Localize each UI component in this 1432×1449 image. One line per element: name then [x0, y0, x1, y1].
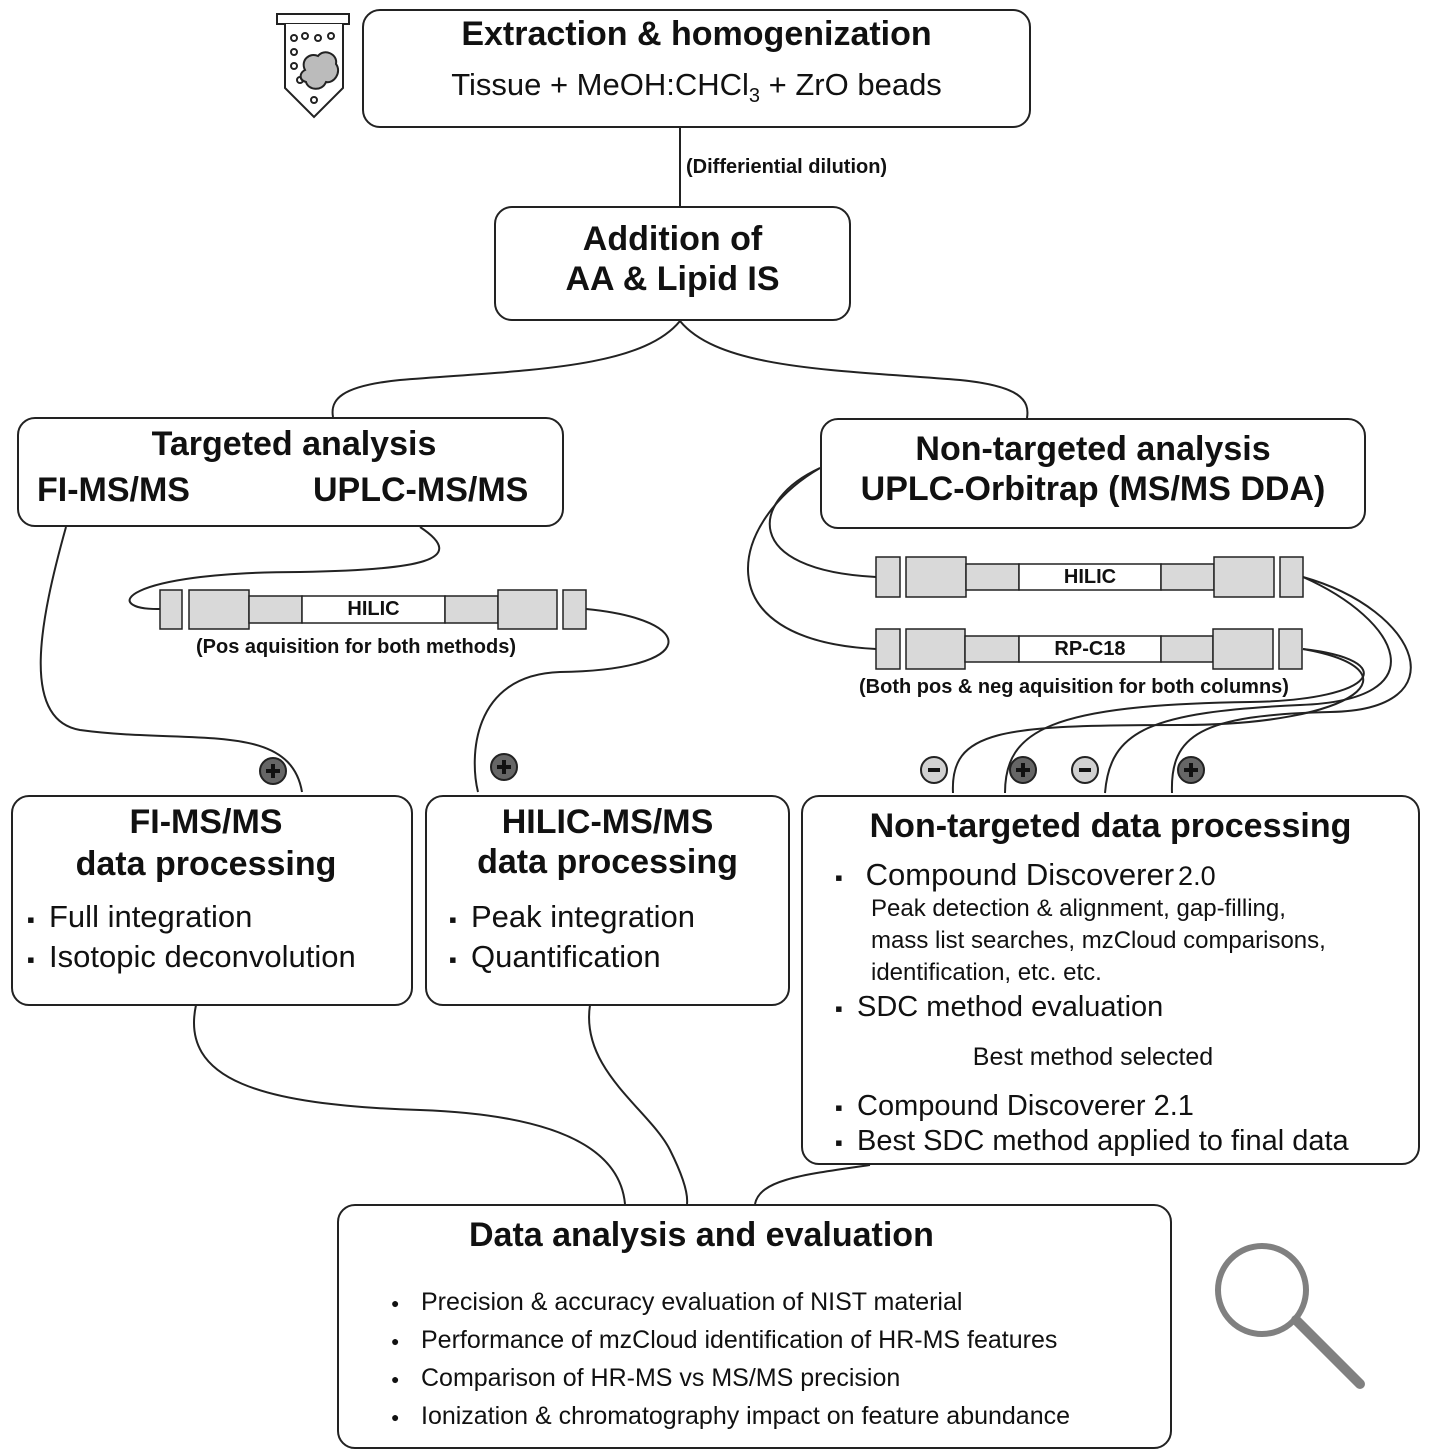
- extraction-subtitle: Tissue + MeOH:CHCl3 + ZrO beads: [364, 67, 1029, 108]
- ntproc-detail-2: mass list searches, mzCloud comparisons,: [871, 927, 1326, 954]
- addition-box: Addition of AA & Lipid IS: [494, 206, 851, 321]
- minus-circle-icon: [920, 756, 948, 784]
- magnifier-icon: [1215, 1243, 1365, 1389]
- ntproc-sdc-eval: SDC method evaluation: [835, 991, 1163, 1024]
- hilic-column-targeted: [159, 589, 587, 630]
- tube-icon: [276, 13, 350, 119]
- nt-column1-label: HILIC: [1063, 566, 1117, 588]
- ntproc-best-selected: Best method selected: [972, 1043, 1214, 1071]
- targeted-box: Targeted analysis FI-MS/MS UPLC-MS/MS: [17, 417, 564, 527]
- analysis-title: Data analysis and evaluation: [469, 1216, 934, 1254]
- fims-title1: FI-MS/MS: [129, 803, 283, 841]
- connector-col1-minus: [1104, 576, 1392, 794]
- ntproc-title: Non-targeted data processing: [869, 807, 1352, 845]
- analysis-item-1: Precision & accuracy evaluation of NIST …: [391, 1288, 962, 1317]
- connector-targeted-column: [128, 526, 441, 611]
- nontargeted-title: Non-targeted analysis: [915, 430, 1271, 468]
- rp-c18-column: [875, 628, 1303, 670]
- extraction-subtitle-sub: 3: [748, 85, 761, 108]
- addition-line2: AA & Lipid IS: [565, 260, 780, 298]
- analysis-item-4: Ionization & chromatography impact on fe…: [391, 1402, 1070, 1431]
- ntproc-cd20-version: 2.0: [1178, 861, 1216, 891]
- plus-circle-icon: [259, 757, 287, 785]
- targeted-left: FI-MS/MS: [37, 471, 190, 509]
- hilic-item-1: Peak integration: [449, 899, 695, 935]
- minus-circle-icon: [1071, 756, 1099, 784]
- ntproc-cd20-name: Compound Discoverer: [865, 857, 1175, 892]
- connector-to-targeted: [331, 320, 681, 418]
- connector-fims-analysis: [193, 1004, 626, 1205]
- fims-item-1: Full integration: [27, 899, 252, 935]
- connector-column-hilic: [473, 608, 670, 793]
- connector-nt-col1: [769, 467, 877, 578]
- ntproc-best-applied: Best SDC method applied to final data: [835, 1125, 1349, 1158]
- analysis-box: Data analysis and evaluation Precision &…: [337, 1204, 1172, 1449]
- connector-col2-minus: [951, 648, 1365, 794]
- nt-acquisition-note: (Both pos & neg aquisition for both colu…: [859, 676, 1289, 698]
- connector-col1-plus: [1170, 576, 1412, 794]
- extraction-title: Extraction & homogenization: [461, 15, 932, 53]
- hilic-processing-box: HILIC-MS/MS data processing Peak integra…: [425, 795, 790, 1006]
- analysis-item-2: Performance of mzCloud identification of…: [391, 1326, 1057, 1355]
- hilic-title2: data processing: [477, 843, 738, 881]
- targeted-acquisition-note: (Pos aquisition for both methods): [196, 636, 516, 658]
- nt-processing-box: Non-targeted data processing Compound Di…: [801, 795, 1420, 1165]
- plus-circle-icon: [1009, 756, 1037, 784]
- addition-line1: Addition of: [582, 220, 763, 258]
- fims-processing-box: FI-MS/MS data processing Full integratio…: [11, 795, 413, 1006]
- targeted-title: Targeted analysis: [151, 425, 437, 463]
- targeted-column-label: HILIC: [347, 598, 400, 620]
- nt-column2-label: RP-C18: [1054, 638, 1126, 660]
- connector-to-nontargeted: [679, 320, 1029, 419]
- nontargeted-box: Non-targeted analysis UPLC-Orbitrap (MS/…: [820, 418, 1366, 529]
- ntproc-cd21: Compound Discoverer 2.1: [835, 1090, 1194, 1123]
- ntproc-detail-3: identification, etc. etc.: [871, 959, 1102, 986]
- targeted-right: UPLC-MS/MS: [313, 471, 529, 509]
- fims-item-2: Isotopic deconvolution: [27, 939, 356, 975]
- extraction-box: Extraction & homogenization Tissue + MeO…: [362, 9, 1031, 128]
- connector-nt-analysis: [754, 1164, 871, 1205]
- connector-nt-col2: [747, 467, 877, 650]
- connector-col2-plus: [1004, 648, 1365, 794]
- analysis-item-3: Comparison of HR-MS vs MS/MS precision: [391, 1364, 900, 1393]
- plus-circle-icon: [1177, 756, 1205, 784]
- ntproc-detail-1: Peak detection & alignment, gap-filling,: [871, 895, 1286, 922]
- extraction-subtitle-pre: Tissue + MeOH:CHCl: [451, 67, 749, 102]
- hilic-title1: HILIC-MS/MS: [501, 803, 714, 841]
- plus-circle-icon: [490, 753, 518, 781]
- connector-hilic-analysis: [588, 1004, 689, 1205]
- connector-targeted-fims: [39, 526, 303, 793]
- dilution-label: (Differiential dilution): [686, 156, 888, 178]
- nontargeted-subtitle: UPLC-Orbitrap (MS/MS DDA): [860, 470, 1326, 508]
- fims-title2: data processing: [75, 845, 337, 883]
- hilic-item-2: Quantification: [449, 939, 661, 975]
- extraction-subtitle-post: + ZrO beads: [760, 67, 942, 102]
- hilic-column-nontargeted: [875, 556, 1304, 598]
